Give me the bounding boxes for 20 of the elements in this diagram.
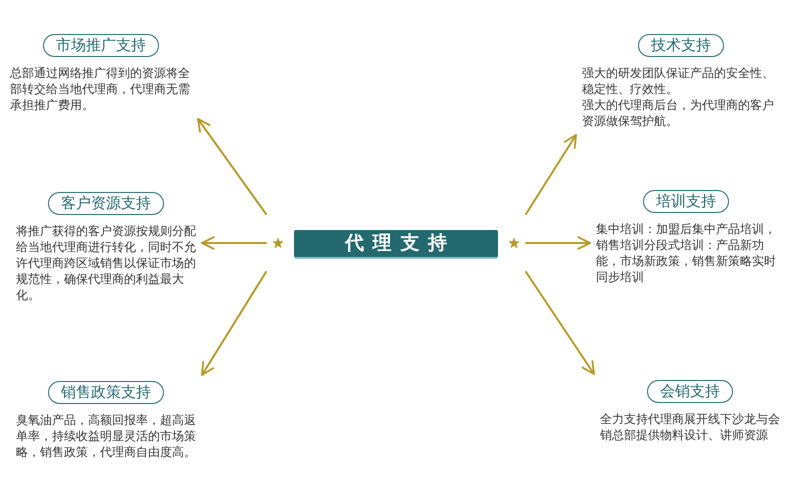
arrow	[201, 271, 267, 376]
section-heading: 技术支持	[638, 34, 724, 57]
section-heading: 会销支持	[647, 380, 733, 403]
arrow	[525, 236, 591, 250]
description-text: 臭氧油产品，高额回报率，超高返单率，持续收益明显灵活的市场策略，销售政策，代理商自由度高。	[16, 412, 196, 460]
description-text: 总部通过网络推广得到的资源将全部转交给当地代理商，代理商无需承担推广费用。	[10, 65, 191, 113]
hub-banner: 代理支持	[294, 230, 498, 256]
section-heading: 培训支持	[643, 190, 729, 213]
section-heading: 市场推广支持	[43, 34, 159, 57]
arrow	[525, 134, 577, 215]
section-heading: 客户资源支持	[48, 192, 164, 215]
arrow	[525, 271, 595, 375]
description-text: 强大的代理商后台，为代理商的客户资源做保驾护航。	[582, 97, 775, 129]
description-text: 集中培训：加盟后集中产品培训，销售培训分段式培训：产品新功能，市场新政策，销售新策略实时同步培训	[596, 221, 776, 285]
section-heading: 销售政策支持	[48, 381, 164, 404]
description-text: 全力支持代理商展开线下沙龙与会销总部提供物料设计、讲师资源	[600, 411, 780, 443]
description-text: 将推广获得的客户资源按规则分配给当地代理商进行转化，同时不允许代理商跨区域销售以保证市场的规范性，确保代理商的利益最大化。	[16, 223, 196, 303]
arrow	[201, 236, 267, 250]
description-text: 强大的研发团队保证产品的安全性、稳定性、疗效性。	[582, 65, 775, 97]
arrow	[197, 118, 267, 215]
